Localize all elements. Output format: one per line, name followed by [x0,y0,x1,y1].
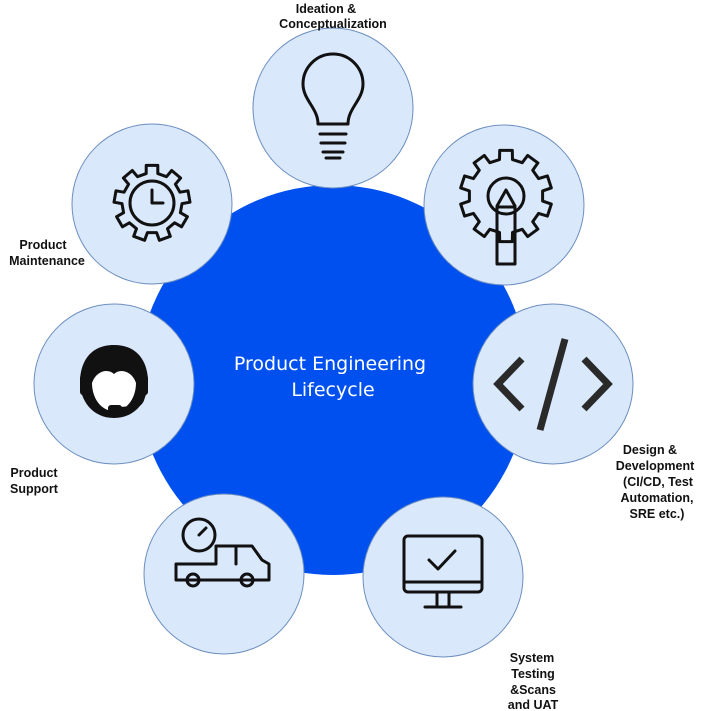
label-development-line-3: (CI/CD, Test [623,475,694,489]
label-testing: System Testing &Scans and UAT [508,651,559,711]
stage-development [472,303,634,465]
stage-testing-circle [362,496,524,658]
gear-clock-icon [112,163,192,242]
headset-icon [80,345,148,418]
label-maintenance: Product Maintenance [9,238,85,268]
label-development-line-4: Automation, [621,491,694,505]
label-maintenance-line-1: Product [19,238,67,252]
stage-deployment-circle [143,493,305,655]
stage-design [423,124,585,286]
label-testing-line-1: System [510,651,554,665]
stage-maintenance [71,123,233,285]
gear-pencil-icon [459,148,553,266]
stage-testing [362,496,524,658]
label-ideation-line-2: Conceptualization [279,17,387,31]
label-development-line-1: Design & [623,443,677,457]
label-testing-line-2: Testing [511,667,555,681]
label-testing-line-4: and UAT [508,698,559,711]
monitor-check-icon [402,534,484,609]
label-maintenance-line-2: Maintenance [9,254,85,268]
label-support-line-2: Support [10,482,59,496]
label-support: Product Support [10,466,59,496]
stage-deployment [143,493,305,655]
label-development-line-2: Development [616,459,695,473]
lightbulb-icon [301,52,365,160]
gear-outline [459,148,553,244]
label-ideation-line-1: Ideation & [296,2,356,16]
truck-gauge-icon [174,517,271,588]
center-title-line-1: Product Engineering [234,353,426,375]
stage-support [33,303,195,465]
gear-outline [112,163,192,242]
label-development-line-5: SRE etc.) [630,507,685,521]
label-ideation: Ideation & Conceptualization [279,2,387,31]
label-support-line-1: Product [10,466,58,480]
label-testing-line-3: &Scans [510,683,556,697]
stage-ideation-circle [252,27,414,189]
stage-design-circle [423,124,585,286]
center-title-line-2: Lifecycle [291,379,374,401]
label-development: Design & Development (CI/CD, Test Automa… [616,443,695,521]
code-icon [493,338,613,431]
stage-ideation [252,27,414,189]
center-circle [138,185,528,575]
